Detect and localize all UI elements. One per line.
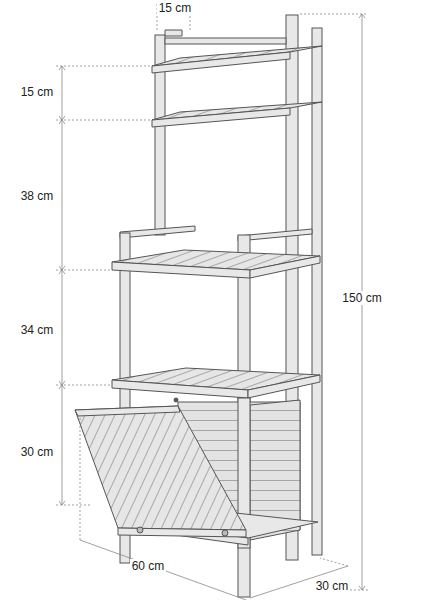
dimension-label: 15 cm (157, 1, 194, 15)
dimension-lines (56, 4, 368, 600)
shelf-unit (75, 15, 322, 597)
dimension-label: 150 cm (340, 291, 383, 305)
dimension-label: 34 cm (19, 323, 56, 337)
dimension-label: 15 cm (19, 85, 56, 99)
dimension-label: 38 cm (19, 189, 56, 203)
dimension-label: 60 cm (130, 559, 167, 573)
dimension-label: 30 cm (314, 579, 351, 593)
dimension-label: 30 cm (19, 445, 56, 459)
